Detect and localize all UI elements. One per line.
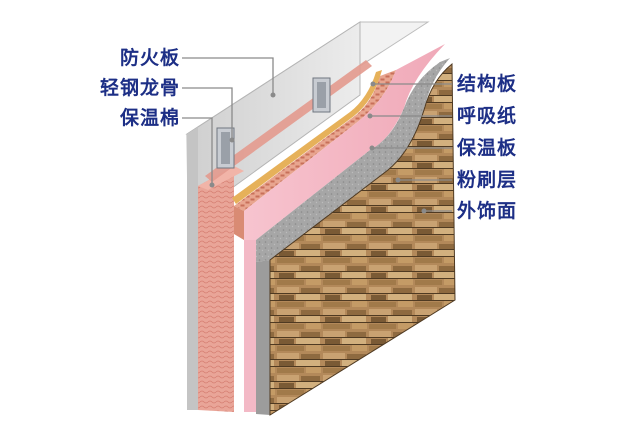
leader-line-steel-stud: [182, 87, 233, 140]
breathing-paper-layer: [232, 70, 382, 204]
label-breathing-paper: 呼吸纸: [457, 105, 518, 127]
leader-lines: [182, 57, 452, 212]
label-fire-board: 防火板: [119, 47, 180, 69]
label-render-layer: 粉刷层: [457, 169, 518, 191]
label-insulation-board: 保温板: [457, 137, 518, 159]
render-layer: [256, 58, 450, 415]
steel-stud-1: [216, 127, 235, 169]
leader-dots: [209, 81, 427, 214]
leader-line-fire-board: [182, 57, 274, 95]
stone-finish-layer: [269, 62, 456, 416]
steel-stud-2: [312, 77, 331, 113]
insulation-board-layer: [244, 44, 445, 412]
label-insulation-cotton: 保温棉: [119, 107, 180, 129]
label-stone-finish: 外饰面: [457, 200, 518, 222]
label-structural-board: 结构板: [457, 73, 518, 95]
label-steel-stud: 轻钢龙骨: [99, 77, 180, 99]
leader-line-insulation-cotton: [182, 117, 213, 185]
